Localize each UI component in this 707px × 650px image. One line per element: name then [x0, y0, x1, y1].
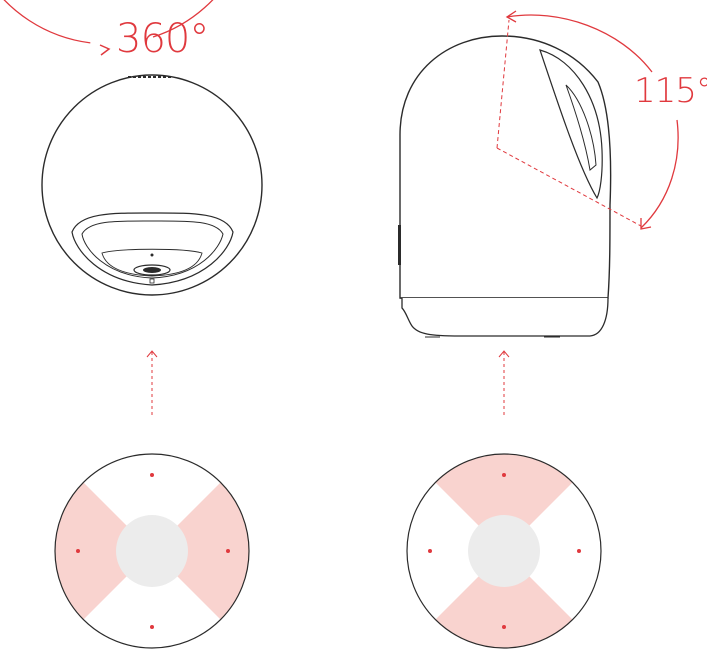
- pan-arrowhead-icon: [99, 44, 111, 56]
- camera-lens-face: [565, 84, 597, 171]
- tilt-zone-hub: [468, 515, 540, 587]
- pan-zone-right: [152, 454, 249, 648]
- led-mark: [149, 278, 155, 284]
- pan-zone-disc: [54, 453, 250, 649]
- tilt-zone-disc: [406, 453, 602, 649]
- camera-body-side-view: [399, 35, 612, 299]
- tilt-point-left: [428, 549, 432, 553]
- vent-holes: [128, 76, 171, 78]
- tilt-zone-bottom: [407, 551, 601, 648]
- tilt-point-right: [577, 549, 581, 553]
- tilt-guide-up: [496, 19, 510, 149]
- tilt-zone-top: [407, 454, 601, 551]
- tilt-angle-label: 115°: [634, 71, 707, 111]
- link-arrow-right: [498, 350, 510, 418]
- camera-lens-inner: [143, 267, 161, 273]
- link-arrow-left: [146, 350, 158, 418]
- link-arrowhead-right-icon: [498, 350, 510, 358]
- pan-point-bottom: [150, 625, 154, 629]
- tilt-guide-down: [496, 147, 642, 227]
- mic-dot: [150, 253, 154, 257]
- tilt-point-bottom: [502, 625, 506, 629]
- camera-base-side: [401, 297, 609, 337]
- tilt-arc-upper: [506, 14, 653, 73]
- tilt-point-top: [502, 473, 506, 477]
- lens-housing-face: [101, 248, 203, 277]
- pan-zone-outline: [54, 453, 250, 649]
- pan-zone-hub: [116, 515, 188, 587]
- pan-zone-left: [55, 454, 152, 648]
- tilt-arrowhead-down-icon: [640, 218, 652, 230]
- tilt-zone-outline: [406, 453, 602, 649]
- camera-head-side: [539, 49, 603, 200]
- tilt-arc-lower: [640, 119, 679, 229]
- pan-angle-label: 360°: [116, 16, 208, 62]
- pan-point-left: [76, 549, 80, 553]
- link-arrowhead-left-icon: [146, 350, 158, 358]
- pan-view: 360°: [3, 0, 263, 296]
- tilt-view: 115°: [398, 10, 707, 338]
- side-port: [398, 225, 401, 265]
- tilt-arrowhead-up-icon: [505, 10, 517, 23]
- pan-point-top: [150, 473, 154, 477]
- pan-point-right: [226, 549, 230, 553]
- lens-housing-inner: [81, 220, 224, 279]
